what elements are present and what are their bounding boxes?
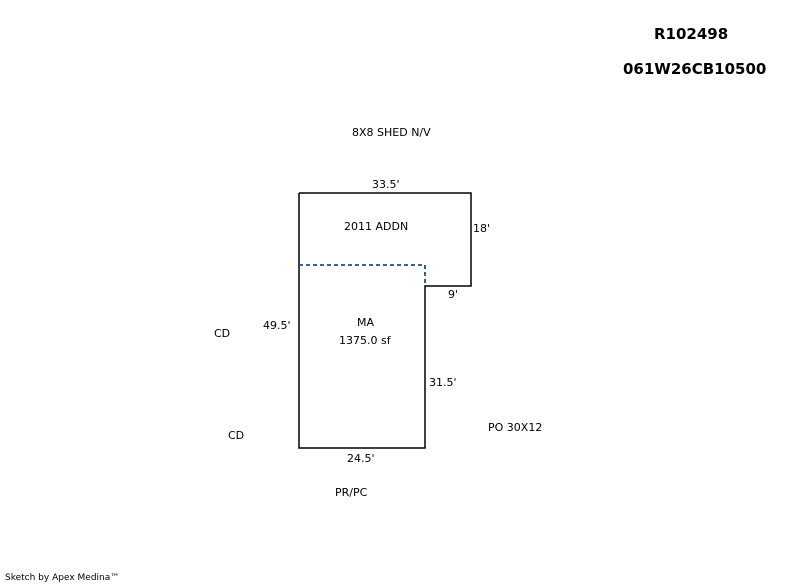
addition-label: 2011 ADDN xyxy=(344,220,409,233)
dimension-right-upper: 18' xyxy=(473,222,491,235)
account-number: R102498 xyxy=(654,25,729,43)
main-area-label: MA xyxy=(357,316,375,329)
prpc-label: PR/PC xyxy=(335,486,368,499)
porch-label: PO 30X12 xyxy=(488,421,543,434)
dimension-left: 49.5' xyxy=(263,319,291,332)
main-area-size: 1375.0 sf xyxy=(339,334,391,347)
dimension-step: 9' xyxy=(448,288,459,301)
dimension-top: 33.5' xyxy=(372,178,400,191)
building-outline xyxy=(298,192,472,449)
cd-label-lower: CD xyxy=(228,429,245,442)
map-taxlot-number: 061W26CB10500 xyxy=(623,60,767,78)
shed-label: 8X8 SHED N/V xyxy=(352,126,431,139)
dimension-bottom: 24.5' xyxy=(347,452,375,465)
dimension-right-lower: 31.5' xyxy=(429,376,457,389)
cd-label-upper: CD xyxy=(214,327,231,340)
sketch-credit: Sketch by Apex Medina™ xyxy=(5,573,120,583)
